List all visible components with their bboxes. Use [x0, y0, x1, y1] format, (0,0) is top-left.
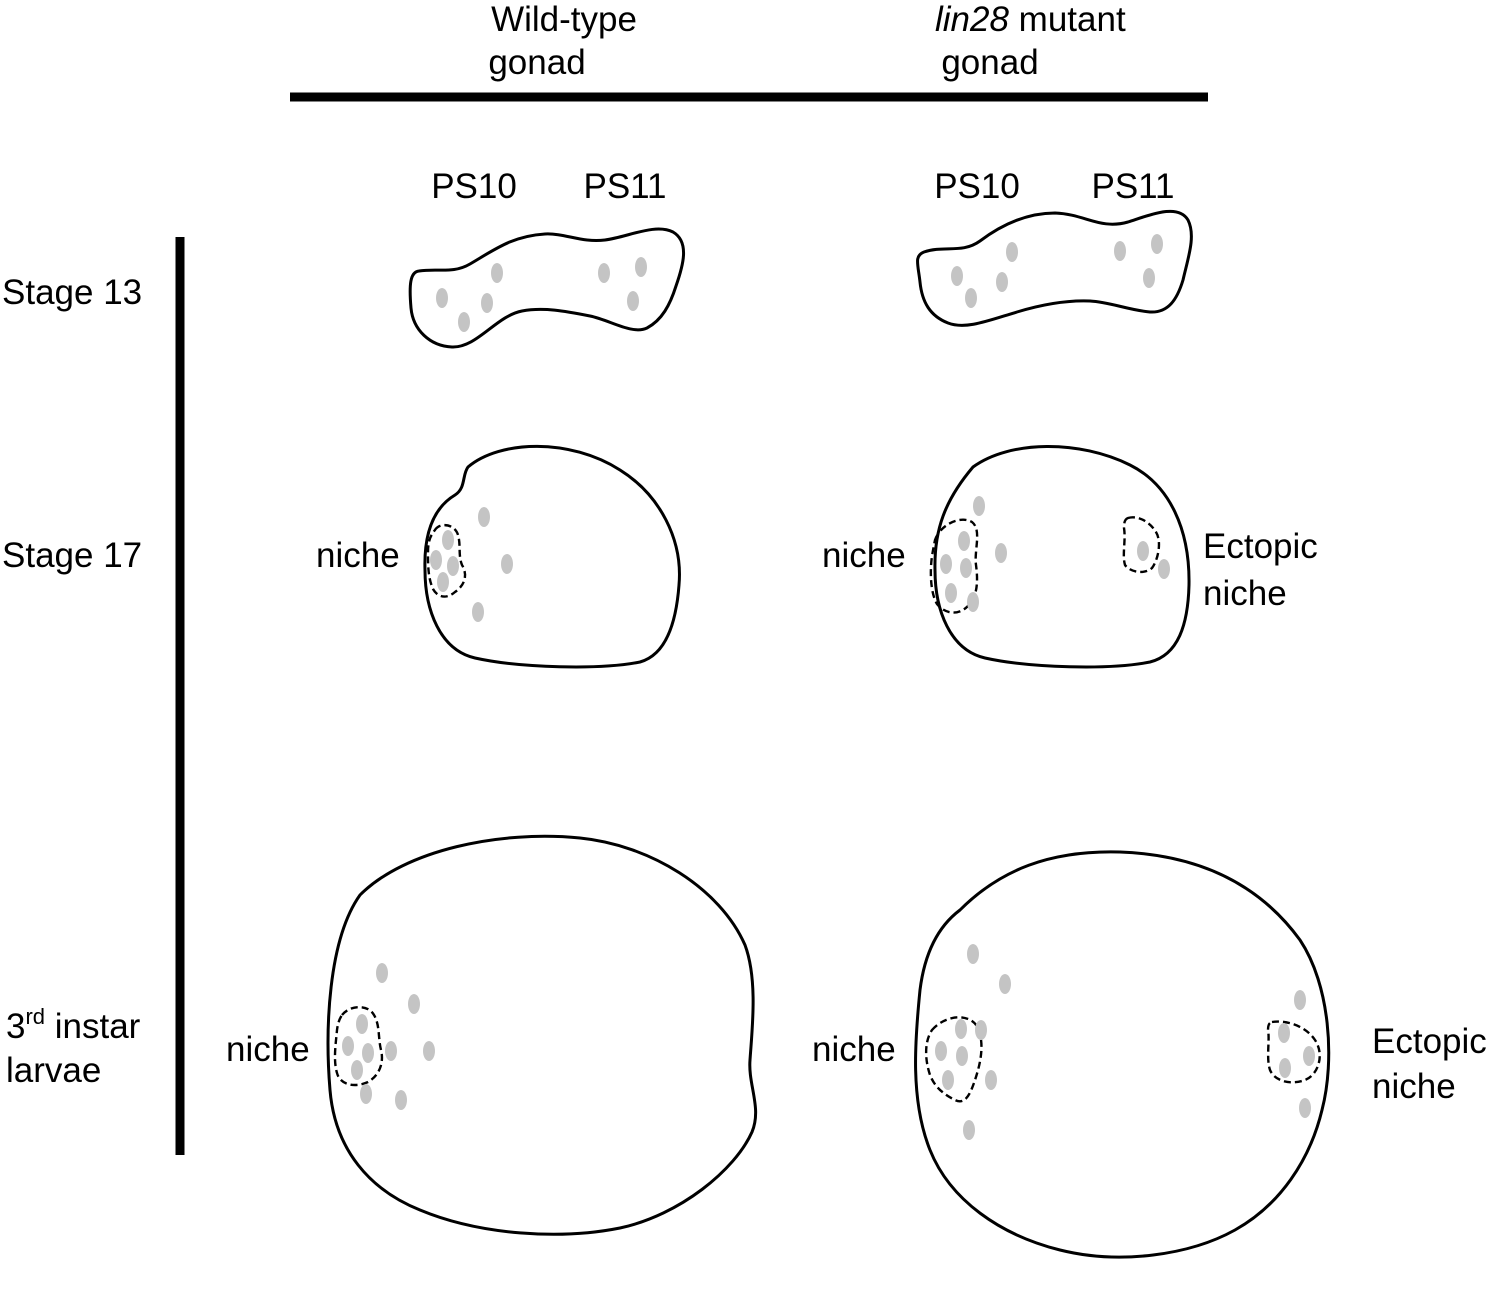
cell [478, 507, 490, 527]
cell [958, 531, 970, 551]
mutant-header-line1: lin28 mutant [935, 0, 1126, 39]
mutant-stage17-niche-label: niche [822, 536, 906, 575]
wild-type-header-line1: Wild-type [491, 0, 637, 39]
cell [436, 288, 448, 308]
cell [408, 994, 420, 1014]
wt-larvae-gonad [326, 834, 758, 1236]
niche-outline [333, 1005, 384, 1087]
cell [1158, 559, 1170, 579]
mut-ps11-label: PS11 [1091, 167, 1174, 206]
cell [442, 530, 454, 550]
cell [1137, 541, 1149, 561]
mutant-header-line2: gonad [941, 43, 1038, 82]
stage-17-label: Stage 17 [2, 536, 142, 575]
cell [501, 554, 513, 574]
larvae-ordinal-suffix: rd [25, 1004, 45, 1029]
ectopic-niche-outline [1266, 1020, 1321, 1084]
wt-ps10-label: PS10 [431, 167, 517, 206]
cell [430, 550, 442, 570]
cell [967, 592, 979, 612]
larvae-label-line1: 3rd instar [6, 1004, 141, 1046]
cell [362, 1043, 374, 1063]
cell [385, 1041, 397, 1061]
gonad-outline [326, 834, 758, 1236]
niche-outline [426, 523, 467, 598]
cell [999, 974, 1011, 994]
cell [1278, 1023, 1290, 1043]
mut-ps10-label: PS10 [934, 167, 1020, 206]
cell [945, 583, 957, 603]
wild-type-header-line2: gonad [488, 43, 585, 82]
cell [940, 554, 952, 574]
cell [1303, 1046, 1315, 1066]
wt-stage17-niche-label: niche [316, 536, 400, 575]
niche-outline [924, 1016, 983, 1103]
mutant-larvae-gonad [914, 850, 1331, 1259]
cell [360, 1084, 372, 1104]
wt-stage13-gonad [408, 227, 686, 349]
cell [956, 1046, 968, 1066]
cell [458, 312, 470, 332]
gonad-outline [408, 227, 686, 349]
cell [356, 1014, 368, 1034]
cell [598, 263, 610, 283]
wt-stage17-gonad [423, 444, 681, 669]
larvae-label-line2: larvae [6, 1051, 101, 1090]
cell [1279, 1058, 1291, 1078]
stage-13-label: Stage 13 [2, 273, 142, 312]
cell [965, 288, 977, 308]
cell [423, 1041, 435, 1061]
wt-ps11-label: PS11 [583, 167, 666, 206]
gonad-outline [914, 850, 1331, 1259]
cell [395, 1090, 407, 1110]
cell [1299, 1098, 1311, 1118]
cell [437, 572, 449, 592]
cell [481, 293, 493, 313]
cell [1294, 990, 1306, 1010]
cell [491, 263, 503, 283]
cell [973, 496, 985, 516]
wt-larvae-niche-label: niche [226, 1030, 310, 1069]
cell [1114, 241, 1126, 261]
larvae-number: 3 [6, 1007, 25, 1046]
cell [635, 257, 647, 277]
mutant-larvae-ectopic-label-line1: Ectopic [1372, 1022, 1487, 1061]
mutant-gene-name: lin28 [935, 0, 1009, 39]
cell [960, 558, 972, 578]
cell [985, 1070, 997, 1090]
cell [1006, 242, 1018, 262]
cell [951, 266, 963, 286]
cell [955, 1019, 967, 1039]
cell [351, 1060, 363, 1080]
mutant-header-word: mutant [1009, 0, 1126, 39]
mutant-stage13-gonad [916, 209, 1193, 327]
mutant-stage17-ectopic-label-line1: Ectopic [1203, 527, 1318, 566]
cell [967, 944, 979, 964]
larvae-instar-word: instar [45, 1007, 141, 1046]
cell [627, 291, 639, 311]
cell [963, 1120, 975, 1140]
gonad-outline [423, 444, 681, 669]
mutant-stage17-ectopic-label-line2: niche [1203, 574, 1287, 613]
cell [996, 272, 1008, 292]
cell [1151, 234, 1163, 254]
cell [376, 963, 388, 983]
cell [975, 1020, 987, 1040]
mutant-larvae-ectopic-label-line2: niche [1372, 1067, 1456, 1106]
cell [472, 602, 484, 622]
gonad-outline [933, 445, 1191, 669]
cell [447, 556, 459, 576]
mutant-stage17-gonad [929, 445, 1191, 669]
cell [942, 1070, 954, 1090]
cell [935, 1041, 947, 1061]
cell [995, 543, 1007, 563]
cell [342, 1036, 354, 1056]
cell [1143, 268, 1155, 288]
gonad-outline [916, 209, 1193, 327]
mutant-larvae-niche-label: niche [812, 1030, 896, 1069]
